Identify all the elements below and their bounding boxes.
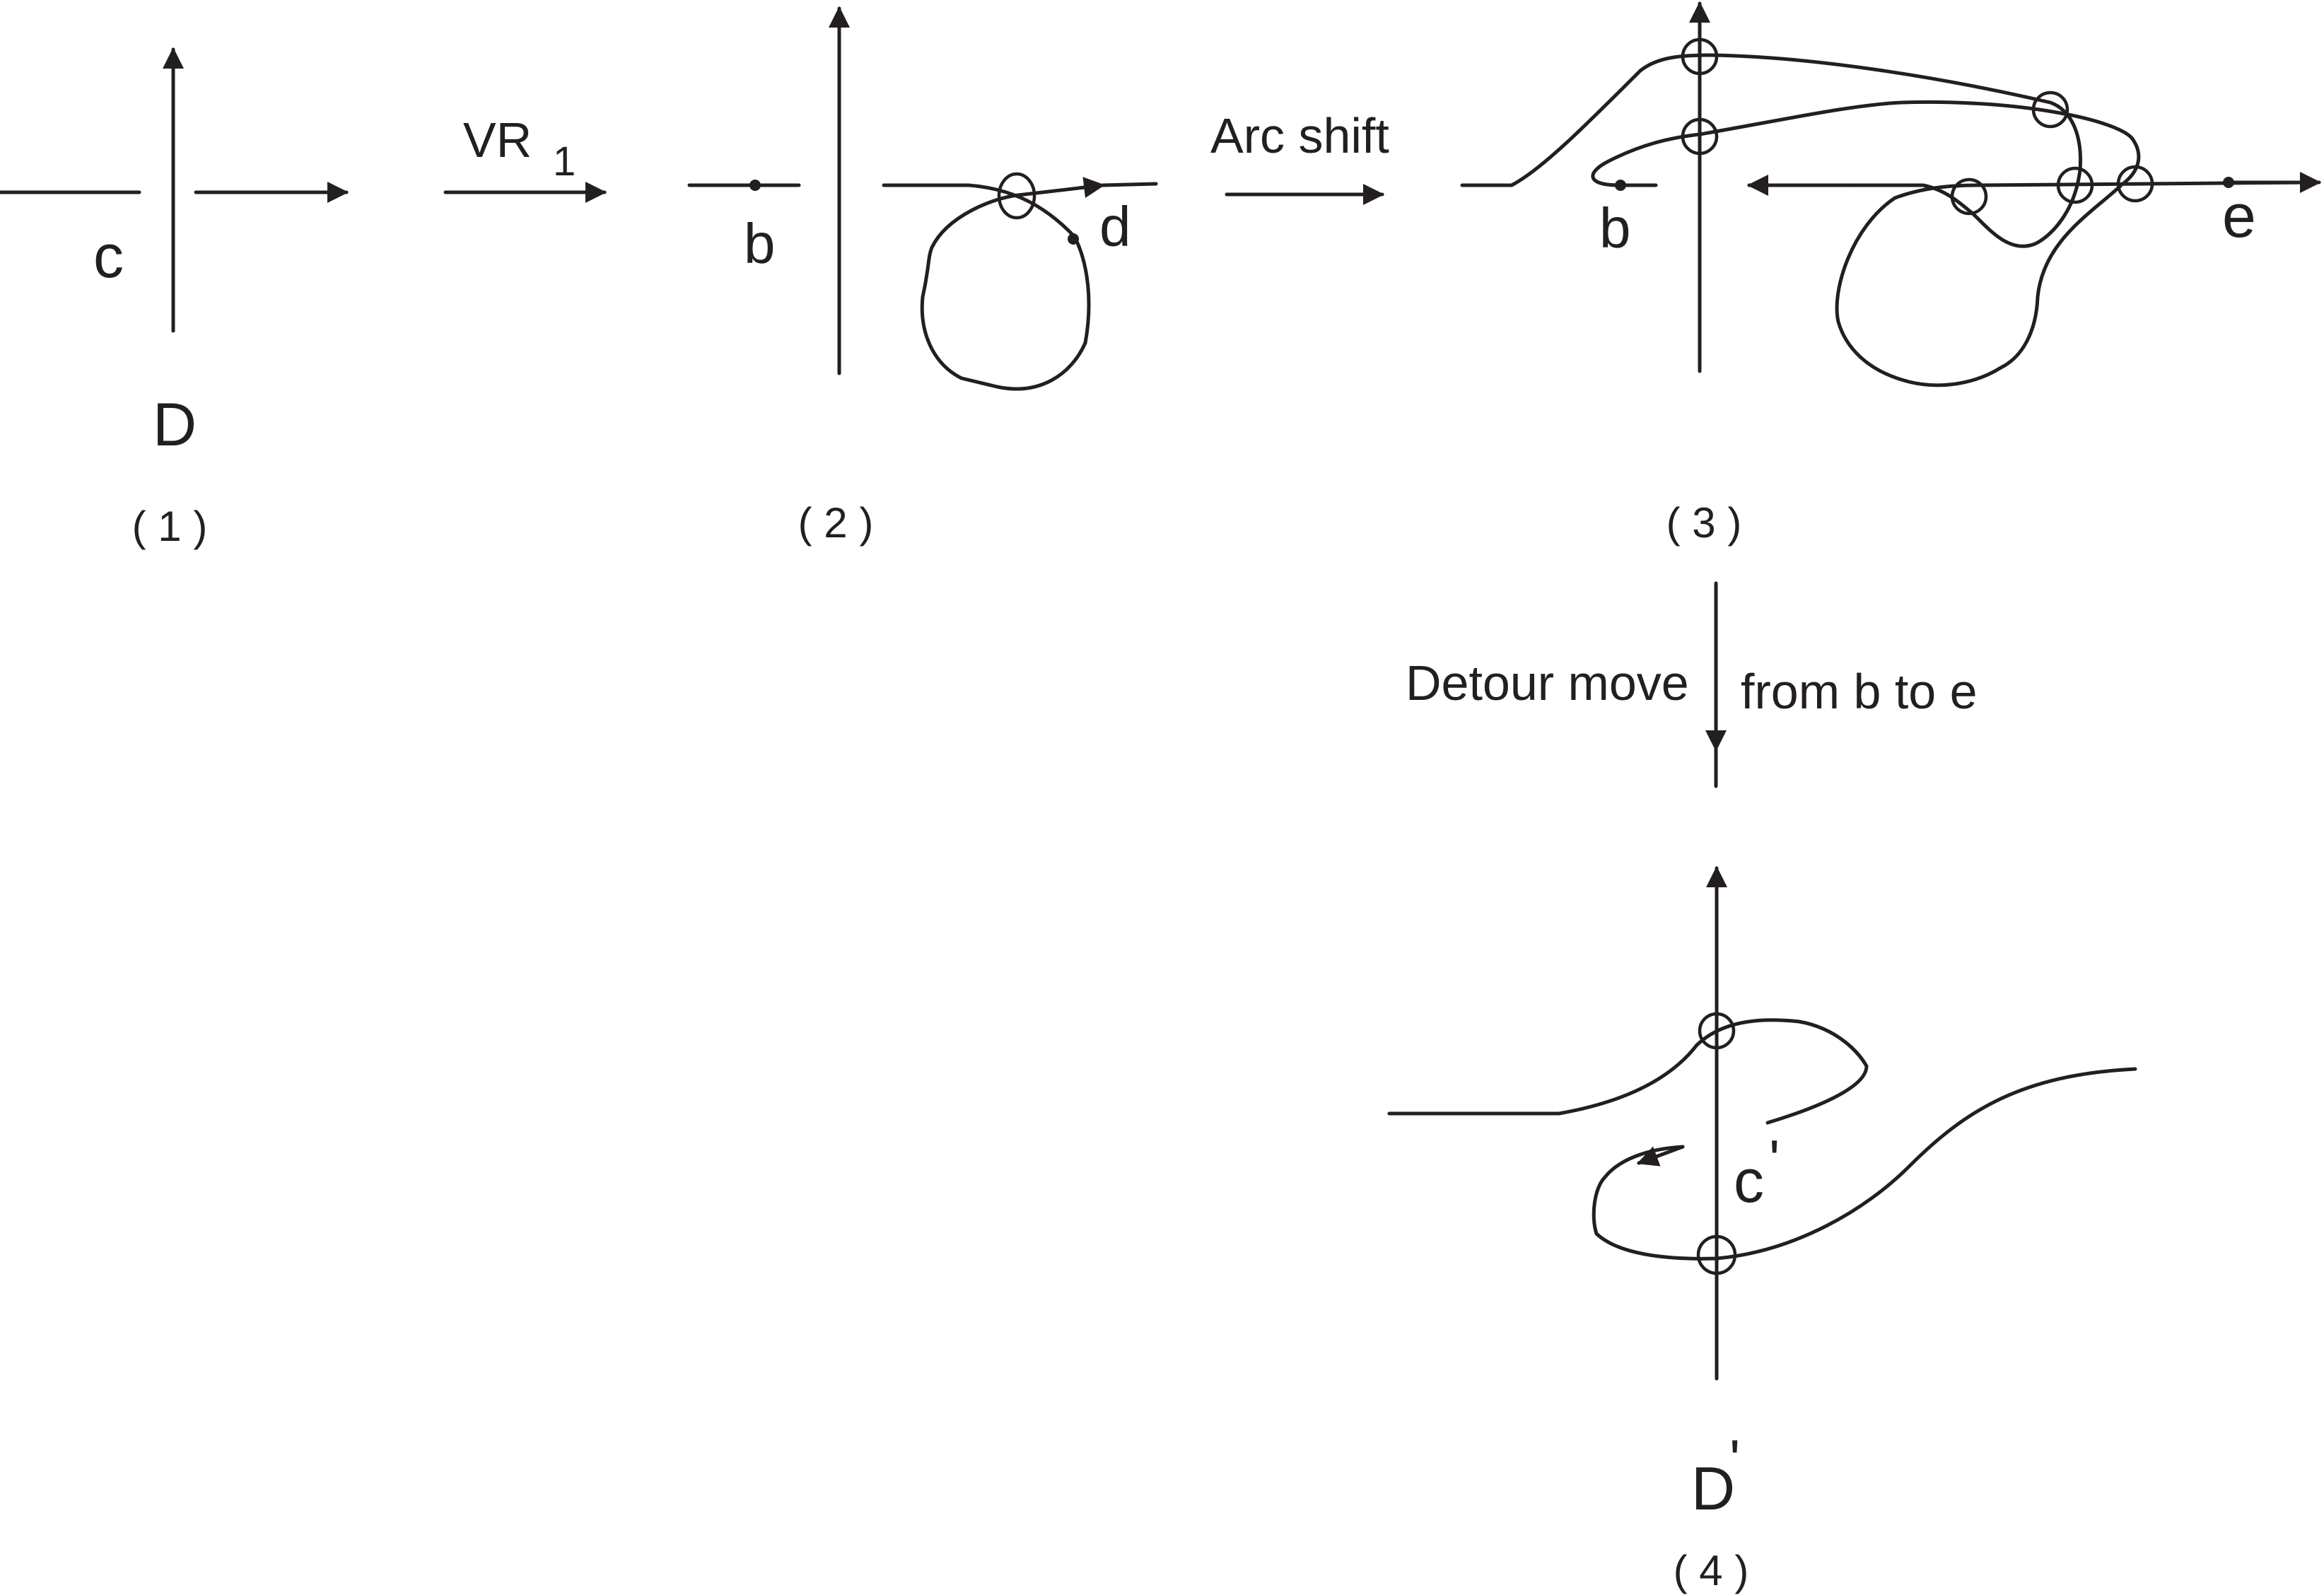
p3-virtual-crossing-3 [2031, 90, 2069, 129]
panel-4: c ' D ' ( 4 ) [1387, 866, 2137, 1594]
p4-virtual-crossing-top [1698, 1012, 1736, 1050]
p2-point-d-label: d [1099, 195, 1131, 258]
vr1-subscript: 1 [553, 139, 576, 185]
detour-label-right: from b to e [1741, 664, 1978, 719]
p3-point-b-label: b [1599, 197, 1631, 259]
p4-end-arrow [1637, 1145, 1685, 1167]
p3-virtual-crossing-4 [1950, 177, 1988, 216]
p2-loop [920, 177, 1105, 391]
p1-crossing-label: c [93, 223, 124, 291]
p3-virtual-crossing-2 [1681, 117, 1719, 156]
p3-virtual-crossing-1 [1681, 37, 1719, 76]
panel-1: c D ( 1 ) [0, 47, 349, 550]
p3-point-b [1615, 180, 1626, 191]
p2-point-b-label: b [744, 212, 776, 275]
p3-inner-strand [1591, 100, 2314, 387]
transition-detour: Detour move from b to e [1406, 581, 1978, 788]
p2-strand-in [882, 183, 1091, 345]
panel-2: b d ( 2 ) [687, 6, 1158, 547]
transition-vr1: VR 1 [443, 112, 607, 203]
p3-point-e-label: e [2222, 182, 2256, 250]
panel-3: b e ( 3 ) [1460, 1, 2321, 547]
p1-caption: ( 1 ) [132, 503, 208, 550]
p3-point-e [2223, 177, 2234, 188]
p1-diagram-label: D [153, 391, 197, 459]
p4-diagram-prime: ' [1729, 1428, 1740, 1491]
p4-virtual-crossing-bottom [1696, 1234, 1737, 1275]
p4-caption: ( 4 ) [1674, 1547, 1749, 1594]
p2-strand-out [1101, 182, 1158, 187]
p4-lower-strand [1592, 1067, 2137, 1261]
p3-caption: ( 3 ) [1666, 499, 1742, 547]
p2-caption: ( 2 ) [798, 499, 874, 547]
p2-virtual-crossing [997, 172, 1037, 220]
p4-crossing-prime: ' [1769, 1128, 1780, 1191]
arc-shift-label: Arc shift [1210, 108, 1389, 163]
transition-arc-shift: Arc shift [1210, 108, 1389, 205]
p2-point-b [749, 180, 761, 191]
vr1-label: VR [463, 112, 532, 168]
p4-crossing-label: c [1734, 1147, 1764, 1215]
p3-virtual-crossing-6 [2116, 165, 2154, 203]
p4-diagram-label: D [1691, 1455, 1735, 1523]
p4-upper-strand [1387, 1018, 1869, 1125]
detour-label-left: Detour move [1406, 655, 1689, 711]
p3-upper-strand [1460, 53, 2082, 248]
p3-virtual-crossing-5 [2056, 166, 2094, 204]
p2-point-d [1068, 233, 1079, 245]
